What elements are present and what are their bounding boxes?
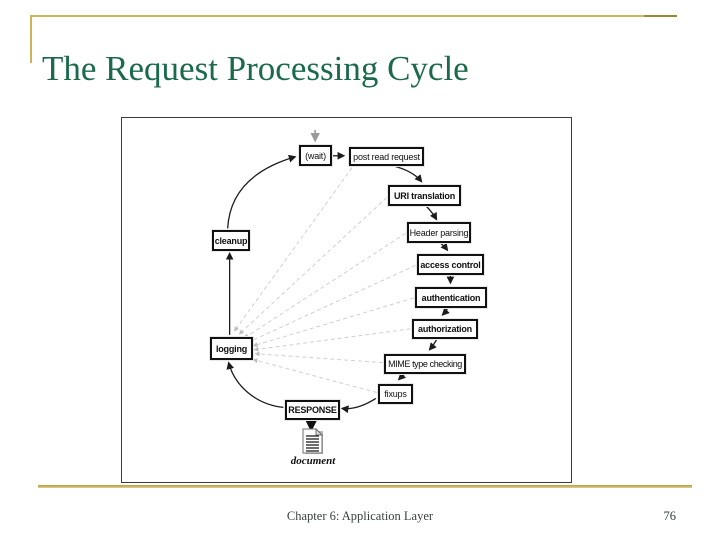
document-label: document <box>290 455 336 467</box>
top-accent-line <box>30 15 677 17</box>
dashed-logging-links <box>234 167 416 393</box>
arrow-response-to-logging <box>226 361 284 409</box>
arrow-header-parsing-to-access-control <box>439 241 449 252</box>
node-logging: logging <box>210 337 253 360</box>
dashed-post-read-request-to-logging <box>234 167 353 332</box>
dashed-authentication-to-logging <box>252 297 414 347</box>
arrow-post-read-request-to-uri-translation <box>392 165 423 183</box>
arrow-cleanup-to-wait <box>227 154 297 229</box>
dashed-mime-type-checking-to-logging <box>254 351 383 364</box>
node-cleanup: cleanup <box>212 230 250 251</box>
arrow-authorization-to-mime-type-checking <box>428 337 439 351</box>
dashed-header-parsing-to-logging <box>243 232 406 339</box>
dashed-uri-translation-to-logging <box>238 197 388 335</box>
node-wait: (wait) <box>299 145 332 166</box>
footer-page-number: 76 <box>663 509 677 523</box>
node-response: RESPONSE <box>285 400 340 420</box>
footer-accent-line <box>38 485 692 488</box>
node-header-parsing: Header parsing <box>407 222 471 243</box>
left-accent-line <box>30 15 32 63</box>
arrow-uri-translation-to-header-parsing <box>425 205 438 221</box>
node-authentication: authentication <box>415 287 487 308</box>
node-authorization: authorization <box>412 319 478 339</box>
node-uri-translation: URI translation <box>388 185 461 206</box>
arrow-fixups-to-response <box>340 397 377 414</box>
request-cycle-figure: (wait) post read request URI translation… <box>121 117 572 483</box>
node-access-control: access control <box>417 254 484 275</box>
solid-flow-arrows <box>225 129 455 432</box>
node-post-read-request: post read request <box>349 147 424 166</box>
footer-chapter-text: Chapter 6: Application Layer <box>286 509 434 523</box>
dashed-authorization-to-logging <box>253 328 411 352</box>
diagram-arrows <box>225 129 455 432</box>
arrow-authentication-to-authorization <box>441 306 450 316</box>
dashed-fixups-to-logging <box>252 358 377 393</box>
dashed-access-control-to-logging <box>248 264 416 343</box>
node-mime-type-checking: MIME type checking <box>384 354 466 374</box>
node-fixups: fixups <box>378 384 413 404</box>
page-title: The Request Processing Cycle <box>42 49 469 89</box>
document-icon <box>302 428 324 454</box>
